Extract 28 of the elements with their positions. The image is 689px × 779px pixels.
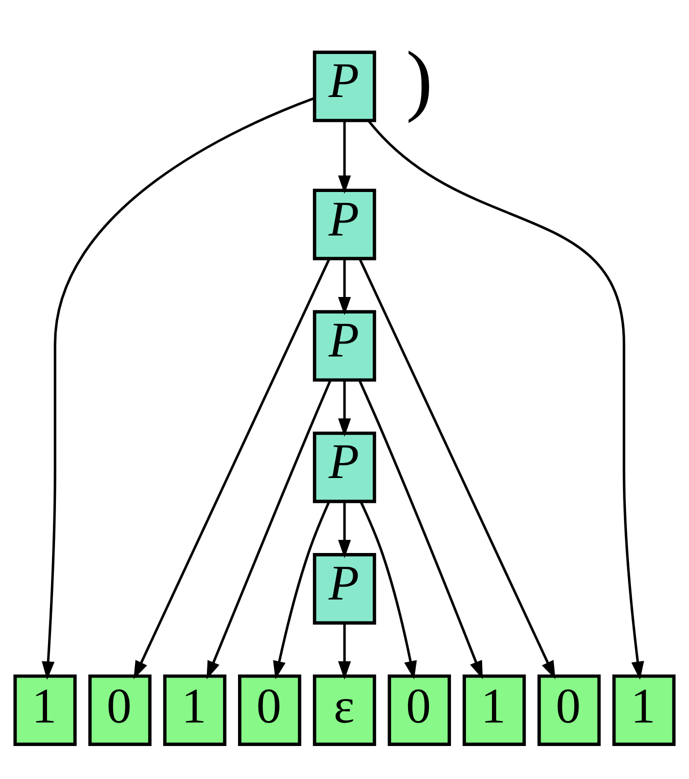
node-box: 0 — [238, 674, 302, 746]
node-box: 0 — [88, 674, 152, 746]
arrow — [338, 120, 351, 194]
node-box: P — [312, 431, 376, 503]
label: ) — [406, 36, 433, 124]
arrow — [338, 622, 351, 680]
node-box: P — [312, 50, 376, 122]
arrow — [206, 379, 332, 679]
arrow — [358, 380, 483, 679]
arrow — [338, 258, 351, 315]
node-box: P — [312, 310, 376, 382]
arrow — [273, 500, 330, 679]
arrow — [42, 96, 315, 680]
arrow — [134, 258, 330, 679]
node-box: 0 — [537, 674, 601, 746]
arrow — [338, 501, 351, 558]
arrow — [358, 258, 556, 679]
node-box: 1 — [13, 674, 77, 746]
node-box: 1 — [612, 674, 676, 746]
arrow — [360, 500, 417, 679]
node-box: 1 — [462, 674, 526, 746]
arrow — [338, 380, 351, 436]
node-box: P — [312, 552, 376, 624]
node-box: 1 — [163, 674, 226, 746]
node-box: P — [312, 188, 376, 260]
node-box: ε — [312, 674, 376, 746]
node-box: 0 — [388, 674, 451, 746]
arrow — [367, 119, 644, 680]
